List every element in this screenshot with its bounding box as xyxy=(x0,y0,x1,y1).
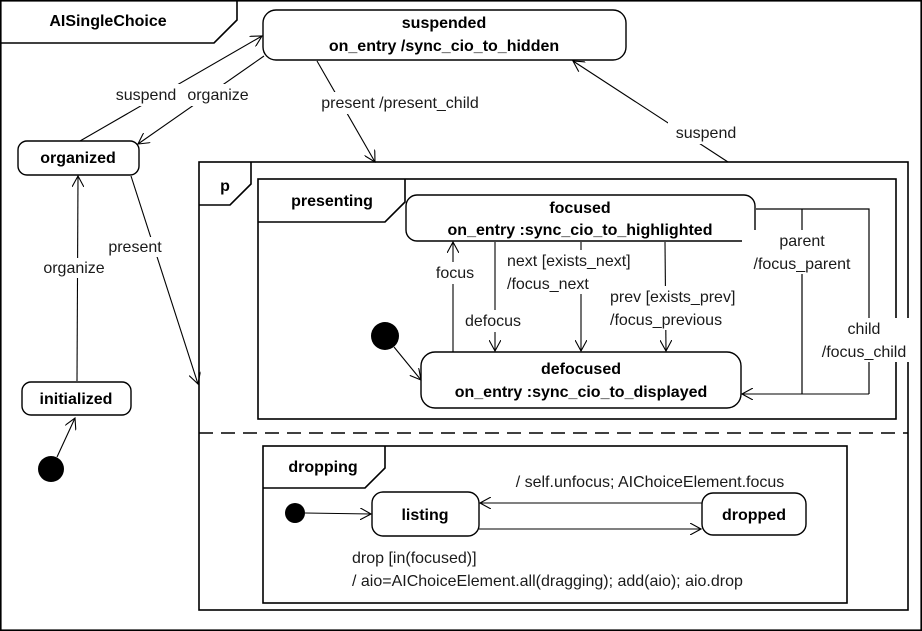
state-organized[interactable]: organized xyxy=(17,140,140,176)
label-defocus: defocus xyxy=(465,313,521,330)
suspended-name: suspended xyxy=(402,15,486,32)
transition-present-left xyxy=(130,175,198,384)
defocused-action: on_entry :sync_cio_to_displayed xyxy=(455,384,708,401)
region-p-label: p xyxy=(220,178,230,195)
initial-pseudostate xyxy=(38,456,64,482)
label-drop-action: / aio=AIChoiceElement.all(dragging); add… xyxy=(352,573,743,590)
state-listing[interactable]: listing xyxy=(371,491,480,537)
label-focus: focus xyxy=(436,265,474,282)
dropping-tab xyxy=(263,446,386,489)
region-dropping xyxy=(262,445,848,604)
title-tab xyxy=(0,0,238,44)
state-dropped[interactable]: dropped xyxy=(701,492,807,536)
presenting-tab xyxy=(258,179,406,223)
region-presenting-label: presenting xyxy=(291,193,373,210)
label-child-action: /focus_child xyxy=(822,344,907,361)
presenting-initial-pseudostate xyxy=(371,322,399,350)
diagram-title: AISingleChoice xyxy=(49,13,166,30)
initialized-name: initialized xyxy=(40,391,113,408)
transition-initial-to-initialized xyxy=(56,418,75,458)
state-focused[interactable]: focused on_entry :sync_cio_to_highlighte… xyxy=(405,194,756,242)
label-next-action: /focus_next xyxy=(507,276,589,293)
label-parent-action: /focus_parent xyxy=(754,256,852,273)
dropped-name: dropped xyxy=(722,507,786,524)
suspended-action: on_entry /sync_cio_to_hidden xyxy=(329,38,559,55)
dropping-initial-pseudostate xyxy=(285,503,305,523)
state-suspended[interactable]: suspended on_entry /sync_cio_to_hidden xyxy=(262,9,627,61)
region-dropping-label: dropping xyxy=(288,459,357,476)
focused-name: focused xyxy=(549,200,610,217)
label-prev-action: /focus_previous xyxy=(610,312,722,329)
label-organize-top: organize xyxy=(187,87,248,104)
label-parent-event: parent xyxy=(779,233,825,250)
label-child-event: child xyxy=(848,321,881,338)
transition-organize-left xyxy=(77,176,78,382)
region-presenting xyxy=(257,178,897,420)
focused-action: on_entry :sync_cio_to_highlighted xyxy=(448,222,713,239)
transition-initial-to-listing xyxy=(304,513,371,514)
defocused-name: defocused xyxy=(541,361,621,378)
label-organize-left: organize xyxy=(43,260,104,277)
state-initialized[interactable]: initialized xyxy=(21,381,132,416)
organized-name: organized xyxy=(40,150,116,167)
label-suspend-right: suspend xyxy=(676,125,737,142)
transition-suspend-right xyxy=(573,61,729,163)
label-suspend-left: suspend xyxy=(116,87,177,104)
label-present-child: present /present_child xyxy=(321,95,478,112)
label-prev-event: prev [exists_prev] xyxy=(610,289,735,306)
label-unfocus: / self.unfocus; AIChoiceElement.focus xyxy=(516,474,785,491)
listing-name: listing xyxy=(401,507,448,524)
label-next-event: next [exists_next] xyxy=(507,253,631,270)
composite-p xyxy=(198,161,909,611)
transition-initial-to-defocused xyxy=(393,346,421,380)
label-drop-event: drop [in(focused)] xyxy=(352,550,477,567)
label-present-left: present xyxy=(108,239,162,256)
p-tab xyxy=(199,162,252,206)
state-defocused[interactable]: defocused on_entry :sync_cio_to_displaye… xyxy=(420,351,742,409)
